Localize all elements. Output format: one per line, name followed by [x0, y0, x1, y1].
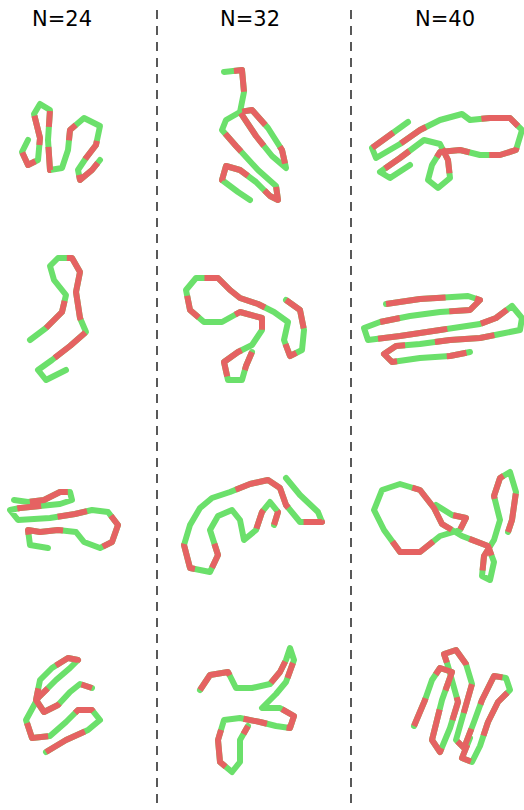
chain-b2: [186, 278, 304, 380]
chain-c4: [414, 650, 510, 762]
chain-a4: [26, 658, 100, 752]
column-header: N=24: [32, 7, 92, 32]
dashed-separator: [156, 10, 157, 810]
chain-c2: [364, 296, 522, 362]
dashed-separator: [350, 10, 351, 810]
chain-c1: [372, 114, 522, 188]
chain-c3: [374, 472, 516, 580]
chain-b1: [222, 70, 286, 200]
chain-a1: [22, 104, 100, 180]
chain-a3: [10, 492, 118, 548]
column-header: N=40: [415, 7, 475, 32]
column-header: N=32: [220, 7, 280, 32]
column-separators: [157, 10, 351, 810]
chain-b4: [200, 648, 294, 772]
chain-a2: [30, 258, 86, 380]
chain-b3: [184, 478, 322, 572]
